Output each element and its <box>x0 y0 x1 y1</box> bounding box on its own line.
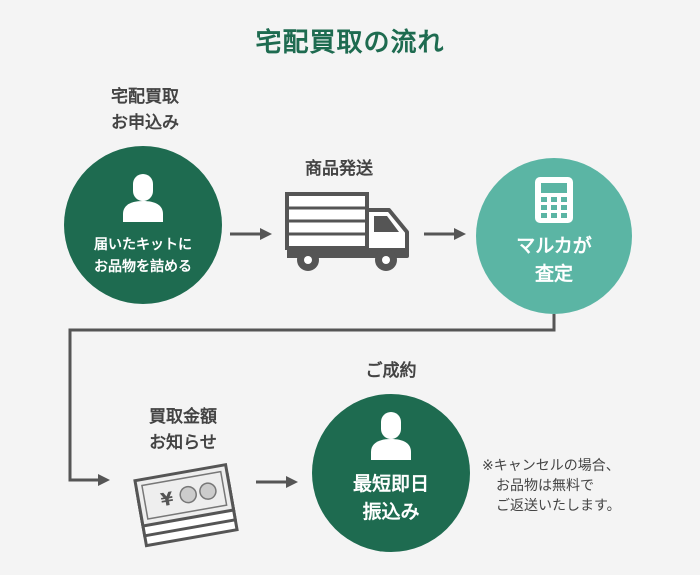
apply-circle: 届いたキットに お品物を詰める <box>64 146 222 304</box>
appraise-text-line-1: マルカが <box>516 235 592 257</box>
appraise-circle: マルカが 査定 <box>476 158 632 314</box>
apply-label-line-1: 宅配買取 <box>111 87 179 107</box>
deal-circle: 最短即日 振込み <box>312 394 470 552</box>
truck-icon <box>285 192 409 271</box>
deal-label: ご成約 <box>365 361 417 381</box>
apply-label-line-2: お申込み <box>111 113 179 133</box>
person-icon <box>123 174 163 222</box>
page-title: 宅配買取の流れ <box>255 28 445 58</box>
appraise-text-line-2: 査定 <box>534 263 573 285</box>
arrow-right-icon <box>256 476 298 488</box>
apply-text-line-2: お品物を詰める <box>94 259 192 275</box>
note-line-3: ご返送いたします。 <box>482 498 621 514</box>
notice-label-line-1: 買取金額 <box>149 407 217 427</box>
notice-label: 買取金額 お知らせ <box>118 404 248 456</box>
banknotes-icon: ¥ <box>133 462 239 548</box>
person-icon <box>371 412 411 460</box>
yen-symbol: ¥ <box>159 488 175 511</box>
arrow-right-icon <box>230 228 272 240</box>
notice-label-line-2: お知らせ <box>149 433 217 453</box>
connector-line <box>68 314 556 486</box>
note-line-1: ※キャンセルの場合、 <box>482 458 620 474</box>
note-line-2: お品物は無料で <box>482 478 594 494</box>
apply-label: 宅配買取 お申込み <box>70 84 220 136</box>
calculator-icon <box>535 177 573 223</box>
ship-label: 商品発送 <box>305 159 373 179</box>
cancel-note: ※キャンセルの場合、 お品物は無料で ご返送いたします。 <box>482 456 682 516</box>
deal-text-line-1: 最短即日 <box>352 473 429 495</box>
arrow-right-icon <box>424 228 466 240</box>
deal-text-line-2: 振込み <box>362 501 420 523</box>
apply-text-line-1: 届いたキットに <box>94 237 192 253</box>
